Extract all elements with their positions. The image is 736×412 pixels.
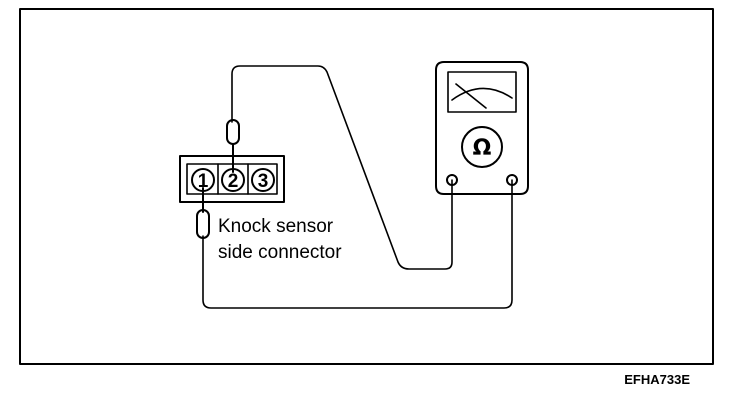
ohmmeter-icon: Ω xyxy=(435,61,529,195)
test-probe-icon xyxy=(226,119,240,173)
meter-needle xyxy=(455,83,487,109)
meter-terminal-left xyxy=(446,174,458,186)
figure-code: EFHA733E xyxy=(624,372,690,387)
pin-2-label: 2 xyxy=(228,171,239,192)
meter-selector-dial xyxy=(461,126,503,168)
connector-label-line1: Knock sensor xyxy=(218,216,334,237)
pin-3-label: 3 xyxy=(258,171,269,192)
meter-display xyxy=(447,71,517,113)
pin-3 xyxy=(251,168,275,192)
meter-terminal-right xyxy=(506,174,518,186)
connector-label-line2: side connector xyxy=(218,242,342,263)
diagram-frame xyxy=(19,8,714,365)
meter-body xyxy=(435,61,529,195)
probe-bottom-body xyxy=(196,209,210,239)
wire-pin2-to-meter xyxy=(231,65,453,270)
wire-pin1-to-meter xyxy=(202,179,513,309)
meter-ohm-symbol: Ω xyxy=(473,136,492,161)
meter-scale-arc xyxy=(451,87,513,101)
pin-1-label: 1 xyxy=(198,171,209,192)
probe-top-body xyxy=(226,119,240,145)
test-probe-icon xyxy=(196,187,210,239)
